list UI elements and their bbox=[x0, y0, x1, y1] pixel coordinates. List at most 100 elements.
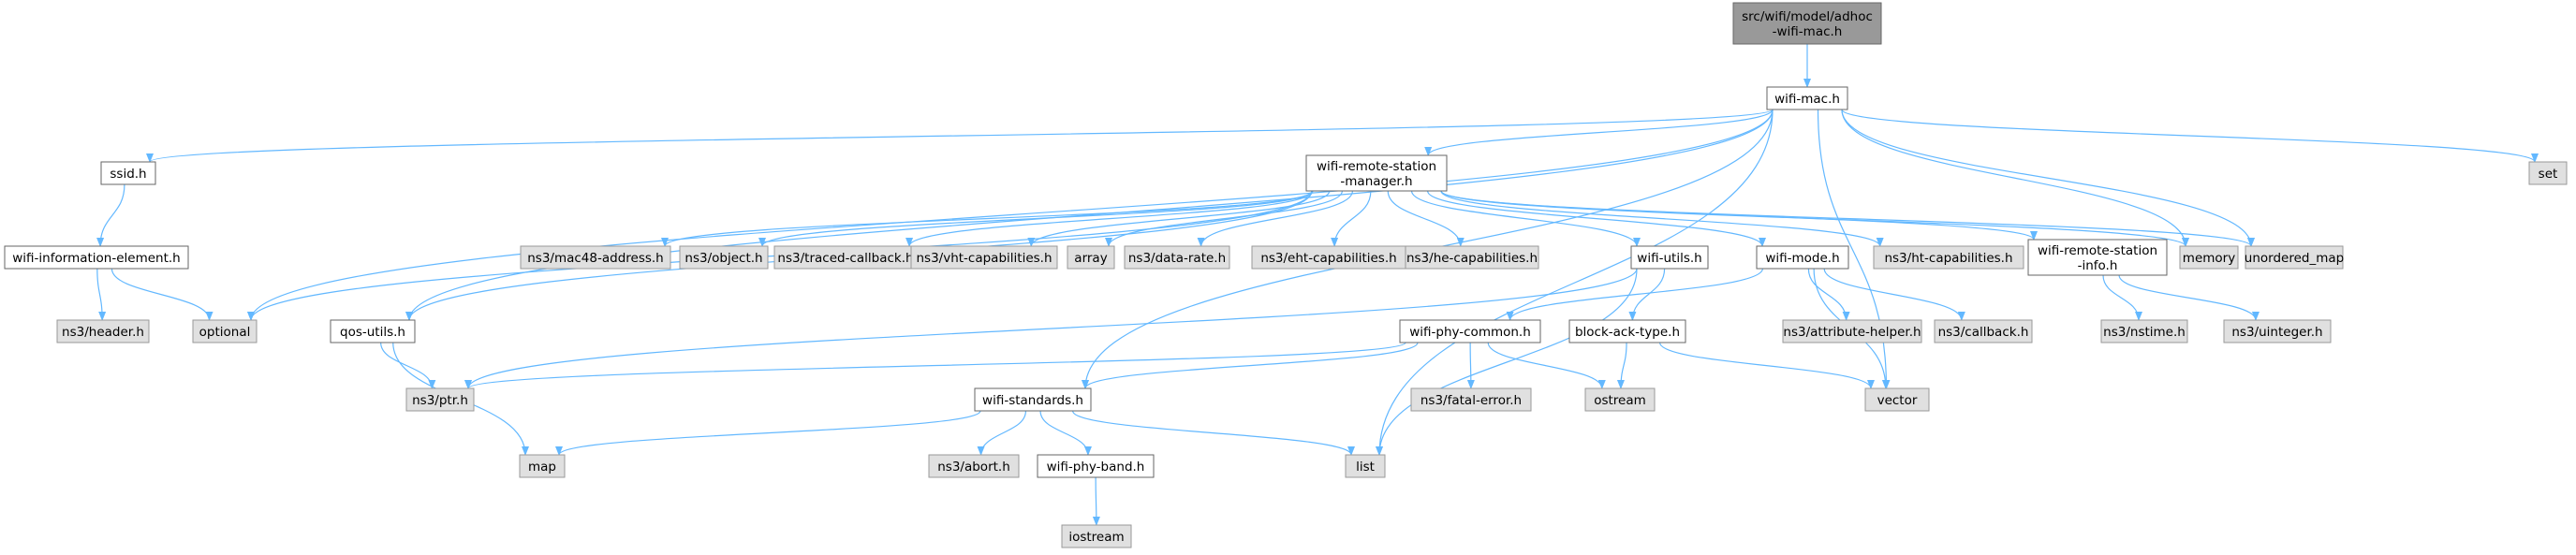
edge-wrsm-to-vht bbox=[1027, 190, 1331, 247]
edge-wifi_mac-to-wrsm bbox=[1424, 109, 1774, 156]
edge-wutils-to-ptr bbox=[464, 268, 1638, 389]
node-box-ostream bbox=[1584, 387, 1656, 412]
node-iostream: iostream bbox=[1061, 524, 1132, 548]
node-box-fatal bbox=[1410, 387, 1532, 412]
node-label-wifi_mac-0: wifi-mac.h bbox=[1774, 92, 1840, 107]
node-box-ptr bbox=[405, 387, 475, 412]
node-he: ns3/he-capabilities.h bbox=[1405, 245, 1539, 270]
node-box-he bbox=[1405, 245, 1539, 270]
node-box-wie bbox=[4, 245, 189, 270]
edge-wmode-to-phycommon bbox=[1506, 268, 1763, 321]
node-box-bat bbox=[1568, 319, 1686, 343]
edge-wutils-to-bat bbox=[1628, 268, 1666, 321]
node-label-map-0: map bbox=[528, 460, 556, 475]
edge-wmode-to-attrhelper bbox=[1807, 268, 1850, 321]
node-wutils[interactable]: wifi-utils.h bbox=[1630, 245, 1709, 270]
node-callback: ns3/callback.h bbox=[1934, 319, 2033, 343]
node-wifi_mac[interactable]: wifi-mac.h bbox=[1766, 86, 1848, 110]
node-label-wutils-0: wifi-utils.h bbox=[1637, 251, 1701, 266]
node-wrsi[interactable]: wifi-remote-station-info.h bbox=[2027, 239, 2168, 276]
node-box-datarate bbox=[1124, 245, 1230, 270]
node-label-attrhelper-0: ns3/attribute-helper.h bbox=[1783, 325, 1921, 340]
node-box-wutils bbox=[1630, 245, 1709, 270]
node-box-mac48 bbox=[520, 245, 671, 270]
edge-phycommon-to-wstd bbox=[1082, 342, 1419, 389]
node-label-set-0: set bbox=[2539, 167, 2558, 182]
node-label-wstd-0: wifi-standards.h bbox=[982, 393, 1083, 408]
node-label-wrsi-0: wifi-remote-station bbox=[2038, 243, 2157, 258]
node-box-map bbox=[519, 454, 566, 478]
edge-wrsi-to-nstime bbox=[2102, 274, 2142, 321]
node-wmode[interactable]: wifi-mode.h bbox=[1756, 245, 1849, 270]
node-box-phycommon bbox=[1399, 319, 1541, 343]
node-box-callback bbox=[1934, 319, 2033, 343]
node-label-root-0: src/wifi/model/adhoc bbox=[1742, 9, 1873, 24]
node-box-header bbox=[56, 319, 150, 343]
edge-wstd-to-list bbox=[1072, 410, 1355, 456]
node-box-attrhelper bbox=[1782, 319, 1922, 343]
node-box-vector bbox=[1864, 387, 1930, 412]
edge-wmode-to-callback bbox=[1823, 268, 1965, 321]
node-label-wmode-0: wifi-mode.h bbox=[1765, 251, 1839, 266]
node-box-wrsm bbox=[1305, 154, 1448, 192]
node-wrsm[interactable]: wifi-remote-station-manager.h bbox=[1305, 154, 1448, 192]
node-box-qos bbox=[330, 319, 416, 343]
edge-wifi_mac-to-qos bbox=[405, 109, 1774, 321]
node-label-qos-0: qos-utils.h bbox=[340, 325, 405, 340]
edge-wifi_mac-to-set bbox=[1841, 109, 2539, 163]
node-label-wrsm-0: wifi-remote-station bbox=[1317, 159, 1436, 174]
node-ht: ns3/ht-capabilities.h bbox=[1873, 245, 2024, 270]
node-memory: memory bbox=[2179, 245, 2239, 270]
node-wie[interactable]: wifi-information-element.h bbox=[4, 245, 189, 270]
node-label-header-0: ns3/header.h bbox=[62, 325, 144, 340]
edge-wstd-to-map bbox=[555, 410, 981, 456]
node-box-traced bbox=[773, 245, 918, 270]
node-label-optional-0: optional bbox=[199, 325, 251, 340]
node-label-ptr-0: ns3/ptr.h bbox=[412, 393, 468, 408]
edge-wrsm-to-memory bbox=[1440, 190, 2189, 247]
node-label-fatal-0: ns3/fatal-error.h bbox=[1420, 393, 1522, 408]
node-root[interactable]: src/wifi/model/adhoc-wifi-mac.h bbox=[1732, 2, 1882, 45]
edge-wifi_mac-to-optional bbox=[247, 109, 1774, 321]
edge-wrsm-to-wmode bbox=[1427, 190, 1766, 247]
edge-qos-to-ptr bbox=[380, 342, 436, 389]
edge-wrsm-to-object bbox=[758, 190, 1313, 247]
node-vector: vector bbox=[1864, 387, 1930, 412]
node-ssid[interactable]: ssid.h bbox=[100, 161, 156, 185]
node-box-eht bbox=[1251, 245, 1406, 270]
node-label-bat-0: block-ack-type.h bbox=[1575, 325, 1680, 340]
edge-phyband-to-iostream bbox=[1092, 476, 1100, 526]
edge-phycommon-to-fatal bbox=[1466, 342, 1475, 389]
node-box-iostream bbox=[1061, 524, 1132, 548]
node-phycommon[interactable]: wifi-phy-common.h bbox=[1399, 319, 1541, 343]
node-label-he-0: ns3/he-capabilities.h bbox=[1406, 251, 1538, 266]
node-fatal: ns3/fatal-error.h bbox=[1410, 387, 1532, 412]
edge-wifi_mac-to-list bbox=[1376, 109, 1774, 456]
node-phyband[interactable]: wifi-phy-band.h bbox=[1037, 454, 1155, 478]
node-optional: optional bbox=[192, 319, 258, 343]
node-ptr: ns3/ptr.h bbox=[405, 387, 475, 412]
node-umap: unordered_map bbox=[2245, 245, 2344, 270]
node-wstd[interactable]: wifi-standards.h bbox=[974, 387, 1092, 412]
edge-phycommon-to-ostream bbox=[1487, 342, 1606, 389]
node-box-wrsi bbox=[2027, 239, 2168, 276]
node-header: ns3/header.h bbox=[56, 319, 150, 343]
node-object: ns3/object.h bbox=[679, 245, 769, 270]
edge-wie-to-optional bbox=[110, 268, 213, 321]
edge-wrsm-to-array bbox=[1105, 190, 1343, 247]
edge-wrsm-to-traced bbox=[905, 190, 1314, 247]
node-attrhelper: ns3/attribute-helper.h bbox=[1782, 319, 1922, 343]
edge-ssid-to-wie bbox=[96, 183, 125, 247]
node-box-set bbox=[2528, 161, 2568, 185]
node-label-vht-0: ns3/vht-capabilities.h bbox=[916, 251, 1052, 266]
node-bat[interactable]: block-ack-type.h bbox=[1568, 319, 1686, 343]
node-mac48: ns3/mac48-address.h bbox=[520, 245, 671, 270]
node-label-datarate-0: ns3/data-rate.h bbox=[1128, 251, 1226, 266]
node-qos[interactable]: qos-utils.h bbox=[330, 319, 416, 343]
node-label-root-1: -wifi-mac.h bbox=[1773, 24, 1843, 39]
edge-wstd-to-phyband bbox=[1039, 410, 1092, 456]
node-label-phycommon-0: wifi-phy-common.h bbox=[1409, 325, 1531, 340]
node-label-phyband-0: wifi-phy-band.h bbox=[1047, 460, 1145, 475]
node-label-object-0: ns3/object.h bbox=[684, 251, 762, 266]
